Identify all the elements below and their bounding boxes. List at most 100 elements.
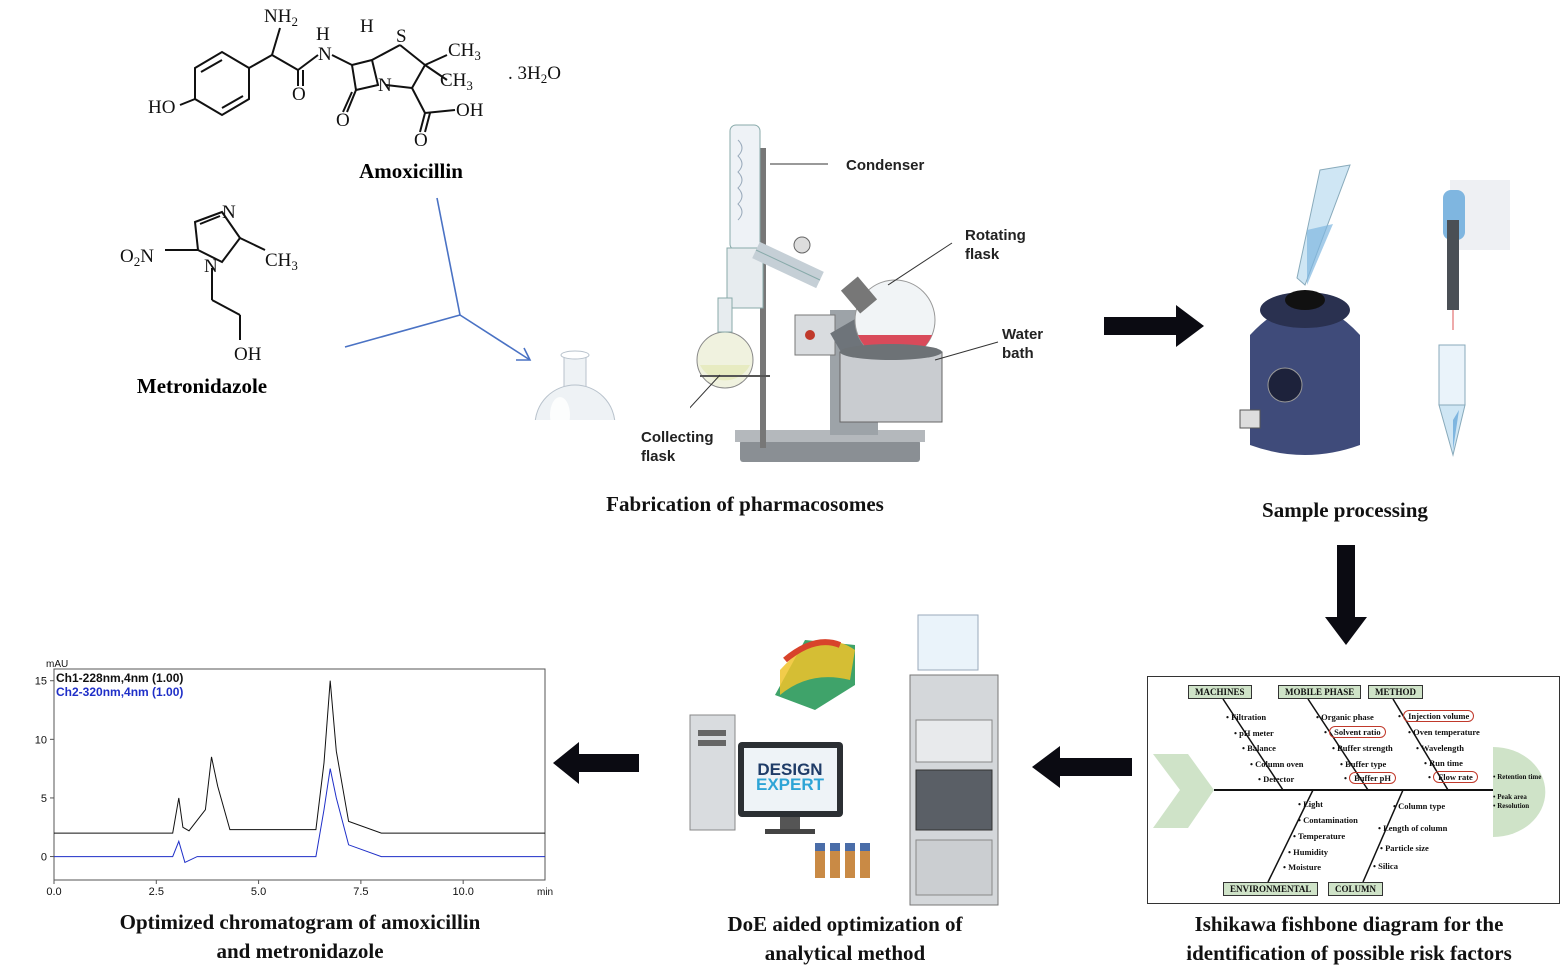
rotary-evaporator-illustration xyxy=(690,124,999,462)
water-bath-line2: bath xyxy=(1002,345,1034,362)
x-tick-label: 7.5 xyxy=(353,886,368,898)
rotating-flask-label: Rotating flask xyxy=(965,226,1026,264)
fishbone-category-mobile-phase: MOBILE PHASE xyxy=(1278,685,1362,699)
amox-ho-label: HO xyxy=(148,97,175,118)
fishbone-item: Light xyxy=(1298,799,1323,809)
y-tick-label: 15 xyxy=(35,676,47,688)
doe-illustration: DESIGN EXPERT xyxy=(689,605,999,906)
fishbone-caption-line1: Ishikawa fishbone diagram for the xyxy=(1194,912,1504,936)
arrow-left-icon xyxy=(1032,746,1132,788)
metro-n2-label: N xyxy=(222,202,236,223)
chromatogram-svg: 0.0 2.5 5.0 7.5 10.0 min 0 5 10 15 mAUCh1-228nm,4n… xyxy=(35,659,553,898)
fishbone-item: Contamination xyxy=(1298,815,1358,825)
fishbone-item: Oven temperature xyxy=(1408,727,1480,737)
fishbone-item-highlighted: Injection volume xyxy=(1398,710,1475,722)
amox-o2-label: O xyxy=(336,110,350,131)
arrow-right-icon xyxy=(1104,305,1204,347)
amox-o1-label: O xyxy=(292,84,306,105)
fishbone-item-highlighted: Solvent ratio xyxy=(1324,726,1386,738)
x-tick-label: 0.0 xyxy=(46,886,61,898)
vortex-mixer-illustration xyxy=(1239,164,1510,457)
metro-ch3-label: CH3 xyxy=(265,250,298,273)
fishbone-item: Run time xyxy=(1424,758,1463,768)
arrow-left-icon xyxy=(553,742,639,784)
amox-hydrate-label: . 3H2O xyxy=(508,63,561,86)
rotating-flask-line2: flask xyxy=(965,246,1000,263)
fishbone-item-highlighted: Flow rate xyxy=(1428,771,1478,783)
amox-h-label: H xyxy=(360,16,374,37)
fishbone-item-label: Solvent ratio xyxy=(1329,726,1386,738)
fishbone-item: Organic phase xyxy=(1316,712,1374,722)
fishbone-item: Silica xyxy=(1373,861,1398,871)
amox-n-label: N xyxy=(378,75,392,96)
fishbone-item-highlighted: Buffer pH xyxy=(1344,772,1397,784)
collecting-flask-line2: flask xyxy=(641,448,676,465)
amox-oh-label: OH xyxy=(456,100,484,121)
fishbone-caption: Ishikawa fishbone diagram for the identif… xyxy=(1140,910,1558,968)
amox-ch3b-label: CH3 xyxy=(440,70,473,93)
legend-entry: Ch2-320nm,4nm (1.00) xyxy=(56,685,183,699)
metro-o2n-label: O2N xyxy=(120,246,154,269)
amox-o3-label: O xyxy=(414,130,428,151)
x-tick-label: 2.5 xyxy=(149,886,164,898)
legend-entry: Ch1-228nm,4nm (1.00) xyxy=(56,671,183,685)
amoxicillin-name: Amoxicillin xyxy=(359,159,463,183)
amox-nh-h-label: H xyxy=(316,24,330,45)
water-bath-line1: Water xyxy=(1002,326,1044,343)
fishbone-item-label: Buffer pH xyxy=(1349,772,1397,784)
fishbone-caption-line2: identification of possible risk factors xyxy=(1186,941,1512,965)
fishbone-item: Column oven xyxy=(1250,759,1303,769)
doe-caption-line2: analytical method xyxy=(764,941,926,965)
fishbone-item: Filtration xyxy=(1226,712,1266,722)
fishbone-category-machines: MACHINES xyxy=(1188,685,1252,699)
fishbone-outcome: Resolution xyxy=(1493,802,1529,810)
chromatogram-caption-line2: and metronidazole xyxy=(216,939,384,963)
y-unit-label: mAU xyxy=(46,659,68,670)
fishbone-item: Humidity xyxy=(1288,847,1328,857)
water-bath-label: Water bath xyxy=(1002,325,1043,363)
collecting-flask-line1: Collecting xyxy=(641,429,714,446)
x-tick-label: 10.0 xyxy=(452,886,473,898)
fishbone-item: Particle size xyxy=(1380,843,1429,853)
fishbone-item: Wavelength xyxy=(1416,743,1464,753)
plot-frame xyxy=(53,668,546,881)
amox-nh-label: N xyxy=(318,44,332,65)
amox-s-label: S xyxy=(396,26,407,47)
metronidazole-name: Metronidazole xyxy=(137,374,267,398)
sample-processing-caption: Sample processing xyxy=(1262,498,1428,522)
chromatogram-series-line xyxy=(54,768,545,864)
arrow-down-icon xyxy=(1325,545,1367,645)
chromatogram-caption: Optimized chromatogram of amoxicillin and… xyxy=(60,908,540,966)
metro-oh-label: OH xyxy=(234,344,262,365)
doe-caption-line1: DoE aided optimization of xyxy=(727,912,963,936)
doe-caption: DoE aided optimization of analytical meth… xyxy=(690,910,1000,968)
fishbone-skeleton xyxy=(1153,698,1546,883)
y-tick-label: 5 xyxy=(41,793,47,805)
fishbone-category-column: COLUMN xyxy=(1328,882,1383,896)
fishbone-item: Temperature xyxy=(1293,831,1345,841)
fishbone-item: pH meter xyxy=(1234,728,1274,738)
fishbone-item: Moisture xyxy=(1283,862,1321,872)
fishbone-item: Length of column xyxy=(1378,823,1447,833)
molecules-illustration: NH2 H N H S CH3 CH3 HO O N O OH O . 3H2O… xyxy=(120,6,616,420)
chromatogram-caption-line1: Optimized chromatogram of amoxicillin xyxy=(119,910,481,934)
design-expert-screen-line1: DESIGN xyxy=(757,760,822,779)
metro-n1-label: N xyxy=(204,256,218,277)
y-tick-label: 10 xyxy=(35,734,47,746)
fishbone-item: Balance xyxy=(1242,743,1276,753)
fishbone-category-environmental: ENVIRONMENTAL xyxy=(1223,882,1319,896)
y-tick-label: 0 xyxy=(41,852,47,864)
x-tick-label: 5.0 xyxy=(251,886,266,898)
fishbone-outcome: Retention time xyxy=(1493,773,1548,781)
x-unit-label: min xyxy=(537,887,553,898)
rotating-flask-line1: Rotating xyxy=(965,227,1026,244)
fishbone-item-label: Flow rate xyxy=(1433,771,1478,783)
fishbone-category-method: METHOD xyxy=(1368,685,1424,699)
fishbone-item: Buffer strength xyxy=(1332,743,1393,753)
collecting-flask-label: Collecting flask xyxy=(641,428,714,466)
fishbone-item: Buffer type xyxy=(1340,759,1386,769)
fishbone-item-label: Injection volume xyxy=(1403,710,1475,722)
design-expert-screen-line2: EXPERT xyxy=(756,775,825,794)
condenser-label: Condenser xyxy=(846,157,925,174)
